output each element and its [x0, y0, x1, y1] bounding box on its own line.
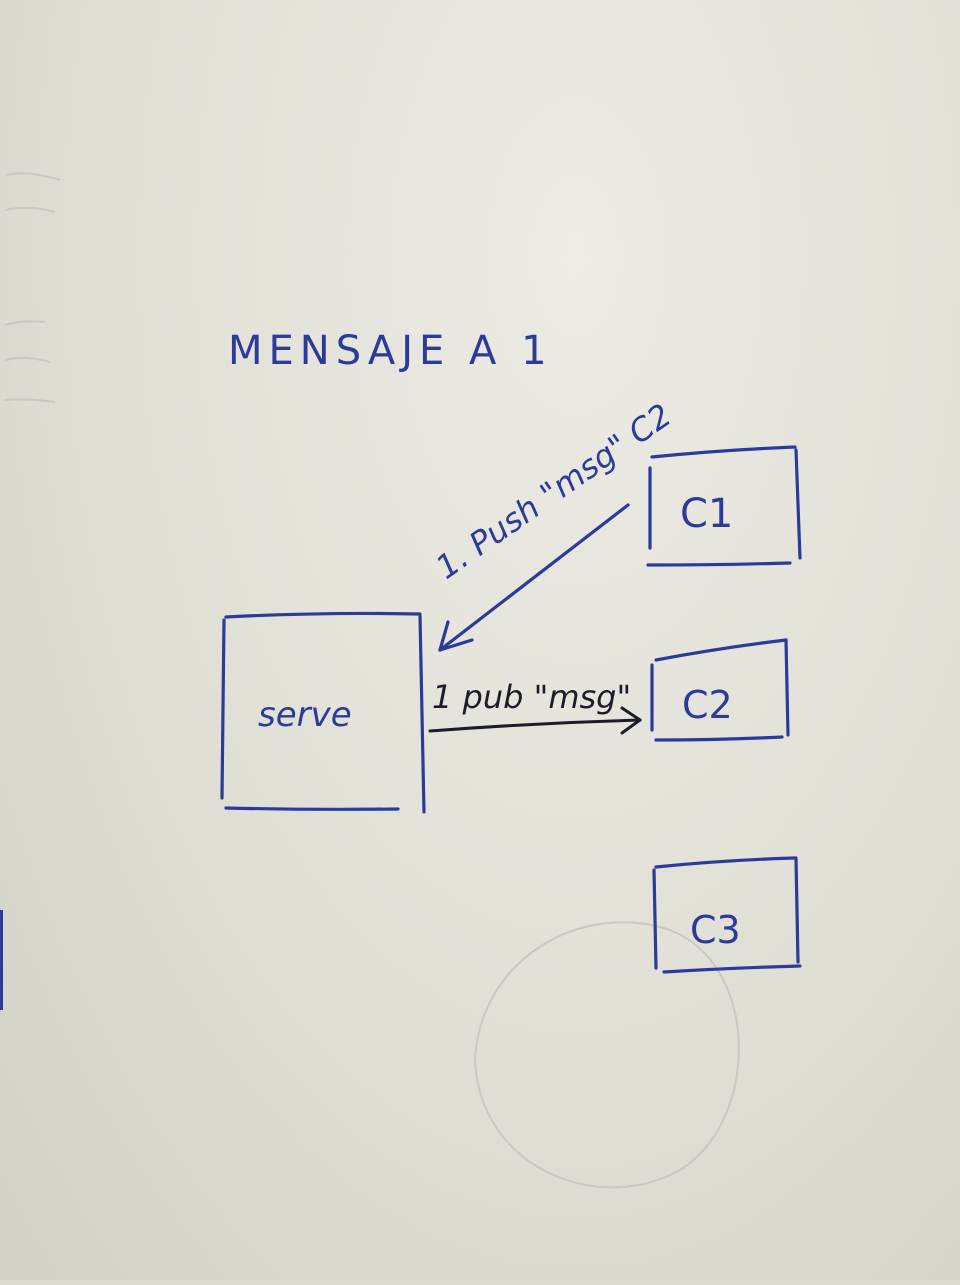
client-c3-node: C3 [652, 856, 802, 974]
diagram-title: MENSAJE A 1 [228, 328, 553, 374]
server-label: serve [258, 695, 352, 735]
push-edge-label: 1. Push "msg" C2 [429, 396, 678, 587]
server-node: serve [220, 611, 426, 814]
client-c2-node: C2 [650, 638, 790, 742]
client-c2-label: C2 [682, 683, 733, 727]
pub-edge-label: 1 pub "msg" [432, 678, 631, 716]
client-c3-label: C3 [690, 908, 741, 952]
paper-smudges [0, 172, 740, 1189]
client-c1-node: C1 [646, 445, 802, 567]
faint-circle [473, 921, 740, 1189]
pub-arrow: 1 pub "msg" [428, 678, 642, 735]
client-c1-label: C1 [680, 491, 733, 537]
push-arrow: 1. Push "msg" C2 [429, 396, 678, 652]
